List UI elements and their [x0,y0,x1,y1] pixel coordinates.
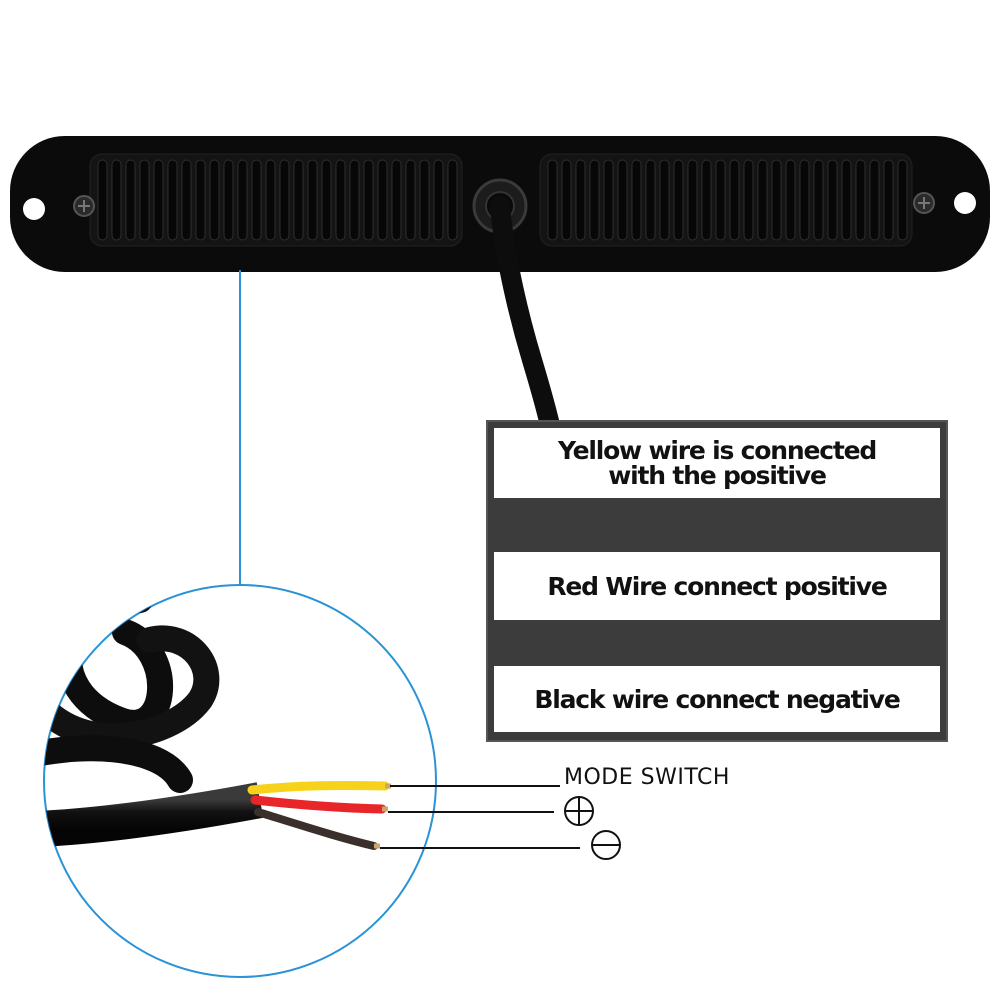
vent-slot [167,159,178,241]
wiring-info-panel: Yellow wire is connected with the positi… [486,420,948,742]
black-wire-note: Black wire connect negative [494,666,940,732]
vent-slot [855,159,866,241]
vent-slot [575,159,586,241]
vent-slot [589,159,600,241]
vent-slot [547,159,558,241]
vent-slot [433,159,444,241]
vent-slot [799,159,810,241]
vent-slot [321,159,332,241]
vent-slot [841,159,852,241]
mode-switch-label: MODE SWITCH [564,765,730,790]
vent-slot [827,159,838,241]
vent-slot [757,159,768,241]
vent-slot [603,159,614,241]
vent-slot [125,159,136,241]
vent-slot [701,159,712,241]
vent-slot [729,159,740,241]
vent-slot [869,159,880,241]
vent-slot [405,159,416,241]
light-bar-vents-right [547,159,908,241]
vent-slot [785,159,796,241]
vent-slot [617,159,628,241]
plus-circle-icon [564,796,594,826]
callout-circle [43,584,437,978]
mounting-hole-right [954,192,976,214]
vent-slot [307,159,318,241]
vent-slot [771,159,782,241]
vent-slot [195,159,206,241]
vent-slot [447,159,458,241]
vent-slot [363,159,374,241]
vent-slot [265,159,276,241]
vent-slot [631,159,642,241]
screw-icon [913,192,935,214]
yellow-wire-note-line1: Yellow wire is connected [557,436,877,465]
vent-slot [419,159,430,241]
power-cable [490,196,560,435]
vent-slot [279,159,290,241]
vent-slot [251,159,262,241]
vent-slot [813,159,824,241]
vent-slot [561,159,572,241]
vent-slot [181,159,192,241]
vent-slot [659,159,670,241]
red-wire-note: Red Wire connect positive [494,552,940,620]
vent-slot [97,159,108,241]
vent-slot [293,159,304,241]
mounting-hole-left [23,198,45,220]
vent-slot [883,159,894,241]
vent-slot [111,159,122,241]
vent-slot [377,159,388,241]
vent-slot [391,159,402,241]
yellow-wire-note-line2: with the positive [608,461,827,490]
vent-slot [153,159,164,241]
vent-slot [223,159,234,241]
vent-slot [349,159,360,241]
vent-slot [743,159,754,241]
led-light-bar [10,136,990,272]
vent-slot [209,159,220,241]
minus-circle-icon [591,830,621,860]
vent-slot [645,159,656,241]
light-bar-vents-left [97,159,458,241]
vent-slot [335,159,346,241]
vent-slot [673,159,684,241]
screw-icon [73,195,95,217]
vent-slot [139,159,150,241]
yellow-wire-note: Yellow wire is connected with the positi… [494,428,940,498]
vent-slot [715,159,726,241]
vent-slot [237,159,248,241]
vent-slot [897,159,908,241]
vent-slot [687,159,698,241]
